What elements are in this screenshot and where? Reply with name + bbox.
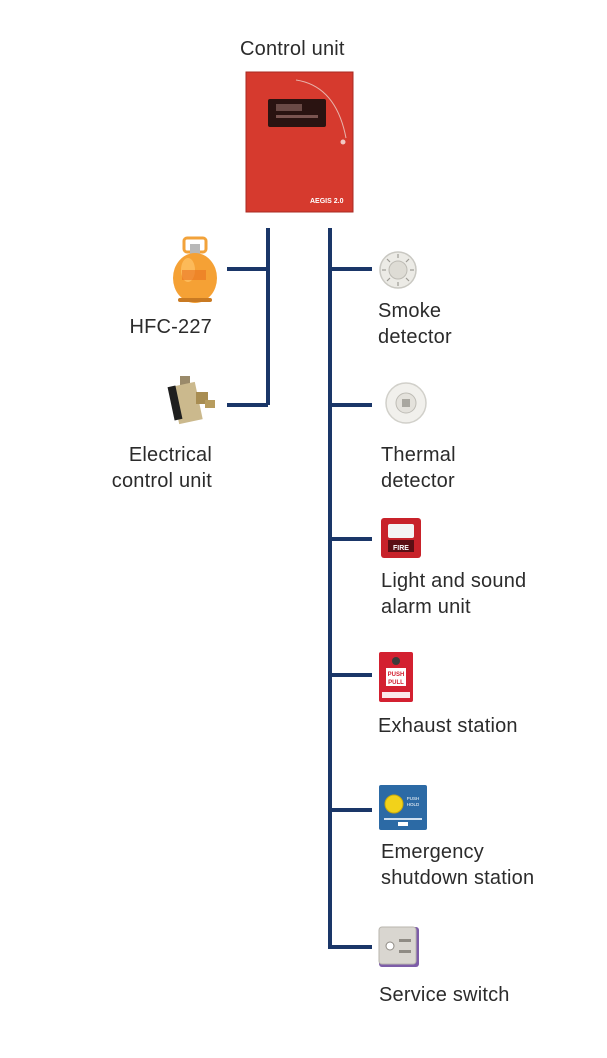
exhaust-push-text: PUSH xyxy=(388,672,405,678)
electrical-control-unit-icon xyxy=(167,376,215,425)
light-sound-alarm-icon: FIRE xyxy=(381,518,421,558)
exhaust-station-label: Exhaust station xyxy=(378,715,518,737)
panel-brand-text: AEGIS 2.0 xyxy=(310,198,344,205)
emergency-shutdown-label: Emergency shutdown station xyxy=(381,841,535,889)
exhaust-station-icon: PUSH PULL xyxy=(379,652,413,702)
service-switch-label: Service switch xyxy=(379,984,510,1006)
hfc-227-cylinder-icon xyxy=(173,236,217,303)
thermal-detector-icon xyxy=(385,382,427,424)
thermal-detector-label: Thermal detector xyxy=(381,444,456,492)
exhaust-pull-text: PULL xyxy=(388,680,404,686)
service-switch-icon xyxy=(378,926,419,967)
smoke-detector-icon xyxy=(379,251,417,289)
hfc-227-label: HFC-227 xyxy=(129,316,212,338)
emergency-push-text: PUSH xyxy=(407,796,420,801)
electrical-control-unit-label: Electrical control unit xyxy=(111,444,212,492)
connector-lines xyxy=(227,228,372,949)
control-unit-label: Control unit xyxy=(240,38,345,60)
control-unit-panel-icon: AEGIS 2.0 xyxy=(245,71,354,213)
emergency-hold-text: HOLD xyxy=(407,802,420,807)
right-trunk-line xyxy=(328,228,372,949)
smoke-detector-label: Smoke detector xyxy=(378,300,452,348)
light-sound-alarm-label: Light and sound alarm unit xyxy=(381,570,527,618)
emergency-shutdown-icon: PUSH HOLD xyxy=(379,785,427,830)
alarm-fire-text: FIRE xyxy=(393,545,409,552)
